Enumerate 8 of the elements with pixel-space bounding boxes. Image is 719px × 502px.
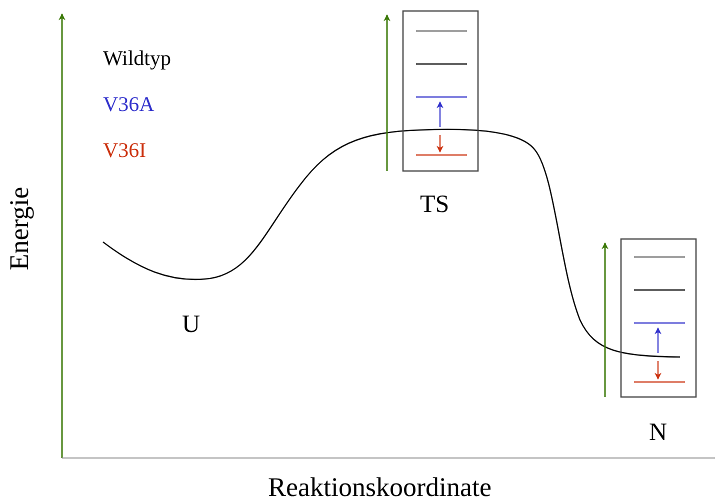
state-label: TS — [420, 192, 450, 217]
axis-title: Reaktionskoordinate — [268, 474, 492, 501]
axis-title: Energie — [6, 186, 34, 270]
legend-entry: V36I — [103, 140, 146, 161]
legend-entry: Wildtyp — [103, 48, 171, 69]
state-label: U — [182, 312, 200, 337]
state-label: N — [649, 420, 668, 445]
legend-entry: V36A — [103, 94, 154, 115]
